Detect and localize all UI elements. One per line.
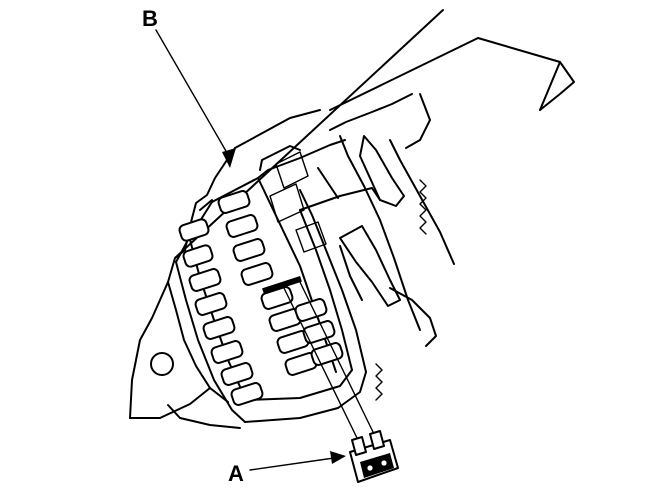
leader-lines: [155, 29, 375, 471]
callout-label-b: B: [142, 6, 158, 31]
side-panel: [329, 93, 455, 401]
pull-direction-line: [281, 283, 359, 441]
arrowhead-a: [330, 451, 346, 464]
dashboard-outline: [129, 9, 575, 429]
mounting-hole: [150, 352, 174, 376]
fuse-box-body: [175, 139, 381, 423]
callout-label-a: A: [228, 461, 244, 486]
arrowhead-b: [222, 148, 236, 168]
pull-direction-line-2: [297, 277, 375, 435]
leader-line-b: [155, 29, 231, 159]
fuse-puller: [349, 430, 399, 483]
fuse-column-left: [178, 190, 274, 406]
fuse-column-right: [260, 275, 344, 376]
leader-line-a: [249, 457, 335, 471]
